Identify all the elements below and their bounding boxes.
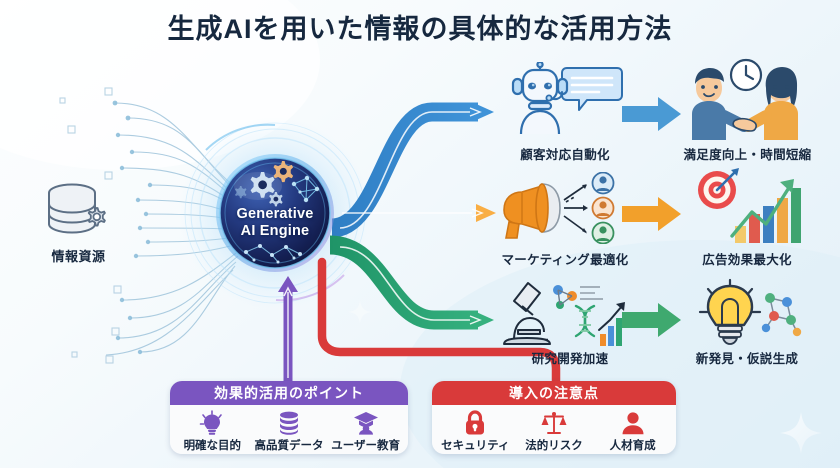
outcome-label-research: 新発見・仮説生成	[695, 352, 799, 366]
points-panel-items: 明確な目的 高品質データ	[170, 405, 408, 454]
connector-points-panel	[278, 276, 298, 382]
megaphone-icon	[498, 171, 626, 245]
cautions-item-security[interactable]: セキュリティ	[436, 410, 514, 453]
chat-bubble-icon	[561, 67, 623, 111]
lightbulb-icon	[199, 410, 225, 435]
flow-ribbon-research	[329, 235, 494, 330]
chatbot-robot-icon	[505, 60, 625, 140]
process-label-customer: 顧客対応自動化	[520, 148, 610, 162]
points-panel-title: 効果的活用のポイント	[170, 381, 408, 405]
points-item-label: ユーザー教育	[331, 440, 401, 452]
page-title: 生成AIを用いた情報の具体的な活用方法	[167, 14, 673, 44]
graduation-cap-icon	[353, 411, 379, 435]
sparkle-icon	[780, 412, 822, 454]
database-icon	[276, 411, 302, 435]
cautions-item-talent[interactable]: 人材育成	[594, 411, 672, 453]
person-icon	[620, 411, 646, 435]
points-item-education[interactable]: ユーザー教育	[328, 411, 404, 453]
points-item-purpose[interactable]: 明確な目的	[174, 410, 250, 453]
growth-bar-chart-icon	[735, 188, 801, 243]
source-icon	[38, 180, 116, 242]
cautions-panel-title: 導入の注意点	[432, 381, 676, 405]
process-label-marketing: マーケティング最適化	[501, 253, 629, 267]
outcome-label-customer: 満足度向上・時間短縮	[683, 148, 812, 162]
points-item-label: 明確な目的	[183, 440, 242, 452]
connector-cautions-panel	[317, 257, 561, 387]
cautions-item-legal[interactable]: 法的リスク	[515, 411, 593, 453]
balance-scale-icon	[541, 411, 567, 435]
lightbulb-icon	[692, 276, 804, 350]
points-panel[interactable]: 効果的活用のポイント 明確な目的	[170, 381, 408, 454]
block-arrow-right-icon-customer	[622, 96, 682, 132]
block-arrow-right-icon-marketing	[622, 196, 682, 232]
clock-icon	[729, 58, 763, 92]
molecule-icon	[761, 293, 802, 337]
microscope-icon	[500, 278, 628, 350]
points-item-data[interactable]: 高品質データ	[251, 411, 327, 453]
block-arrow-right-icon-research	[622, 302, 682, 338]
cautions-panel[interactable]: 導入の注意点 セキュリティ	[432, 381, 676, 454]
outcome-label-marketing: 広告効果最大化	[702, 253, 792, 267]
flow-ribbon-marketing	[330, 203, 496, 223]
process-label-research: 研究開発加速	[531, 352, 609, 366]
points-item-label: 高品質データ	[254, 440, 324, 452]
cautions-item-label: 人材育成	[609, 440, 656, 452]
source-label: 情報資源	[51, 249, 106, 264]
cautions-item-label: 法的リスク	[525, 440, 583, 452]
cautions-panel-items: セキュリティ 法的リスク	[432, 405, 676, 454]
ai-engine-core: Generative AI Engine	[214, 152, 336, 274]
target-dart-icon	[690, 168, 802, 246]
lock-icon	[462, 410, 488, 435]
handshake-icon	[686, 58, 806, 142]
cautions-item-label: セキュリティ	[441, 440, 510, 452]
dna-helix-icon	[574, 304, 596, 338]
